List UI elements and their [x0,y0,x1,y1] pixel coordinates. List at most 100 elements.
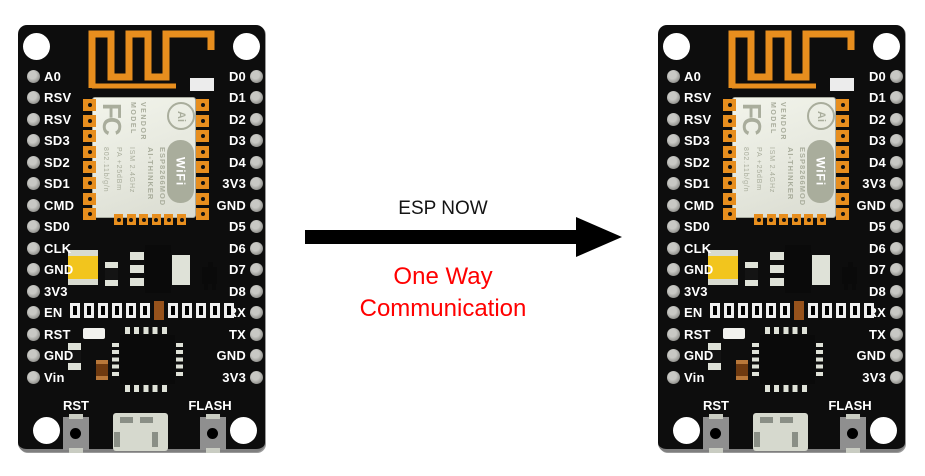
pin-label: RST [684,326,711,342]
pcb-antenna-icon [88,30,215,89]
pin-hole [250,284,263,298]
solder-pad-row [710,301,874,320]
module-pad [836,99,849,111]
module-pad [836,114,849,127]
pin-label: GND [216,348,246,363]
pin-hole [667,198,680,212]
pin-label: GND [856,197,886,213]
pin-label: D8 [868,283,886,299]
solder-pad [84,303,94,318]
pin-label: SD1 [44,176,70,191]
module-pad [836,130,849,143]
transistor-leg [852,283,856,290]
pin-label: SD2 [44,154,70,170]
pin-row-A0: A0 [667,68,701,84]
solder-pad [126,303,136,318]
smd-resistor [68,343,81,370]
pin-label: CLK [44,240,72,256]
pin-label: CMD [44,197,75,213]
pin-label: 3V3 [862,369,886,385]
wifi-logo: WiFi [807,140,834,203]
crystal-oscillator [723,328,745,339]
pin-label: GND [684,262,714,277]
pin-row-CMD: CMD [667,197,714,213]
chip-pins [765,385,811,392]
pin-row-RSV: RSV [667,90,711,106]
smd-resistor [105,262,118,286]
usb-detail [140,417,153,423]
one-way-arrow [305,230,577,244]
pin-hole [27,91,40,104]
module-pad [836,161,849,174]
pin-hole [890,349,903,362]
pin-label: D1 [868,90,886,105]
module-text: AI-THINKER [786,147,795,201]
tantalum-capacitor [708,250,738,285]
ai-logo-text: Ai [175,110,187,122]
pin-hole [250,134,263,147]
pcb-antenna-icon [728,30,855,89]
pin-row-D8: D8 [229,283,263,299]
solder-pad-row [70,301,234,320]
module-text: ISM 2.4GHz [768,147,775,194]
usb-detail [760,417,773,423]
pin-row-Vin: Vin [667,369,705,385]
regulator-pin [130,252,144,260]
button-plunger [207,428,218,439]
module-pad [723,192,736,205]
smd-resistor [154,301,164,320]
pin-row-TX: TX [869,326,903,342]
solder-pad [710,303,720,318]
pin-hole [667,155,680,169]
nodemcu-board: FC MODEL VENDOR 802.11b/g/n PA +25dBm IS… [658,25,905,453]
button-plunger [710,428,721,439]
pin-row-SD2: SD2 [27,154,70,170]
sot23-transistor [202,267,217,284]
pin-row-GND: GND [856,197,903,213]
pin-hole [250,112,263,126]
pin-row-SD1: SD1 [667,176,710,192]
chip-pins [765,327,811,334]
pin-label: GND [44,262,74,277]
pin-label: D7 [868,262,886,277]
pin-hole [27,327,40,341]
module-pad [83,99,96,111]
pin-row-RST: RST [27,326,71,342]
pin-row-D7: D7 [869,262,903,278]
pin-hole [27,220,40,233]
pin-row-A0: A0 [27,68,61,84]
chip-pins [816,343,823,379]
regulator-pin [770,278,784,286]
module-pad [836,208,849,221]
pin-label: SD3 [684,133,710,148]
pin-row-GND: GND [216,197,263,213]
pin-label: D6 [868,240,886,256]
pin-label: A0 [684,68,702,84]
pin-row-D7: D7 [229,262,263,278]
pin-hole [890,263,903,276]
pin-hole [890,112,903,126]
pin-row-RSV: RSV [27,90,71,106]
module-pad [139,214,149,225]
module-pad [83,177,96,189]
pin-hole [27,112,40,126]
pin-label: GND [216,197,246,213]
caption: One Way Communication [323,261,563,325]
pin-hole [250,69,263,83]
pin-label: EN [44,305,63,320]
esp8266-module: FC MODEL VENDOR 802.11b/g/n PA +25dBm IS… [92,97,196,218]
pin-label: D3 [868,133,886,148]
pin-hole [250,263,263,276]
module-pad [83,145,96,158]
pin-label: CMD [684,197,715,213]
wifi-logo-text: WiFi [813,156,828,187]
smd-resistor [794,301,804,320]
pin-hole [250,327,263,341]
pin-hole [27,370,40,384]
flash-button [840,414,866,453]
pin-hole [667,327,680,341]
pin-label: SD0 [684,219,710,234]
smd-resistor [708,343,721,370]
chip-pins [125,385,171,392]
